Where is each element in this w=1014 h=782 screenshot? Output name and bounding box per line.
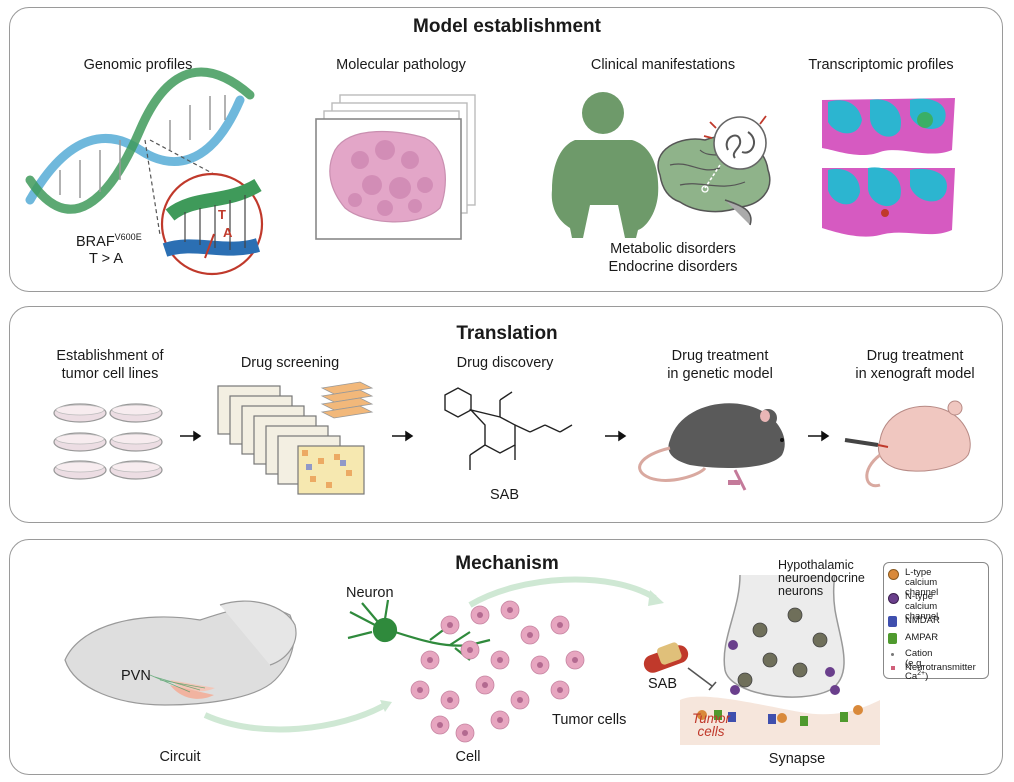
braf-gene: BRAF bbox=[76, 233, 115, 250]
sab-pill-label: SAB bbox=[648, 676, 678, 692]
nmdar-icon bbox=[888, 616, 897, 627]
step-xenograft-model-label: Drug treatment in xenograft model bbox=[855, 348, 975, 382]
cation-icon bbox=[891, 653, 894, 656]
model-establishment-panel bbox=[9, 7, 1003, 292]
genomic-profiles-label: Genomic profiles bbox=[83, 57, 193, 73]
tumor-cells-label: Tumor cells bbox=[552, 712, 627, 728]
cell-label: Cell bbox=[455, 749, 481, 765]
cation-text: Cation (e.g. Ca bbox=[905, 648, 933, 683]
cation-tail: ) bbox=[925, 671, 929, 683]
step-drug-screening-label: Drug screening bbox=[240, 355, 340, 371]
synapse-label: Synapse bbox=[768, 751, 826, 767]
step-genetic-model-label: Drug treatment in genetic model bbox=[667, 348, 773, 382]
step-drug-discovery-label: Drug discovery bbox=[456, 355, 554, 371]
transcriptomic-profiles-label: Transcriptomic profiles bbox=[808, 57, 954, 73]
sab-molecule-label: SAB bbox=[490, 487, 520, 503]
dna-t-letter: T bbox=[218, 207, 226, 222]
circuit-label: Circuit bbox=[159, 749, 201, 765]
translation-title: Translation bbox=[456, 323, 558, 344]
tumor-cells-red-label: Tumor cells bbox=[692, 711, 731, 739]
neurotransmitter-icon bbox=[891, 666, 895, 670]
metabolic-disorders-label: Metabolic disorders bbox=[610, 241, 736, 257]
l-type-calcium-channel-icon bbox=[888, 569, 899, 580]
model-establishment-title: Model establishment bbox=[413, 16, 601, 37]
clinical-manifestations-label: Clinical manifestations bbox=[590, 57, 736, 73]
neuron-label: Neuron bbox=[346, 585, 394, 601]
dna-a-letter: A bbox=[223, 225, 233, 240]
hypothalamic-neurons-label: Hypothalamic neuroendocrine neurons bbox=[778, 558, 865, 598]
step-cell-lines-label: Establishment of tumor cell lines bbox=[56, 348, 164, 382]
braf-label: BRAFV600E bbox=[76, 232, 142, 250]
mechanism-legend: L-type calcium channel N-type calcium ch… bbox=[883, 562, 989, 683]
pvn-label: PVN bbox=[121, 668, 151, 684]
braf-variant: V600E bbox=[114, 232, 142, 242]
cation-charge: 2+ bbox=[917, 670, 926, 677]
mutation-label: T > A bbox=[89, 251, 123, 267]
n-type-calcium-channel-icon bbox=[888, 593, 899, 604]
ampar-icon bbox=[888, 633, 897, 644]
molecular-pathology-label: Molecular pathology bbox=[336, 57, 466, 73]
mechanism-title: Mechanism bbox=[455, 553, 559, 574]
endocrine-disorders-label: Endocrine disorders bbox=[608, 259, 738, 275]
